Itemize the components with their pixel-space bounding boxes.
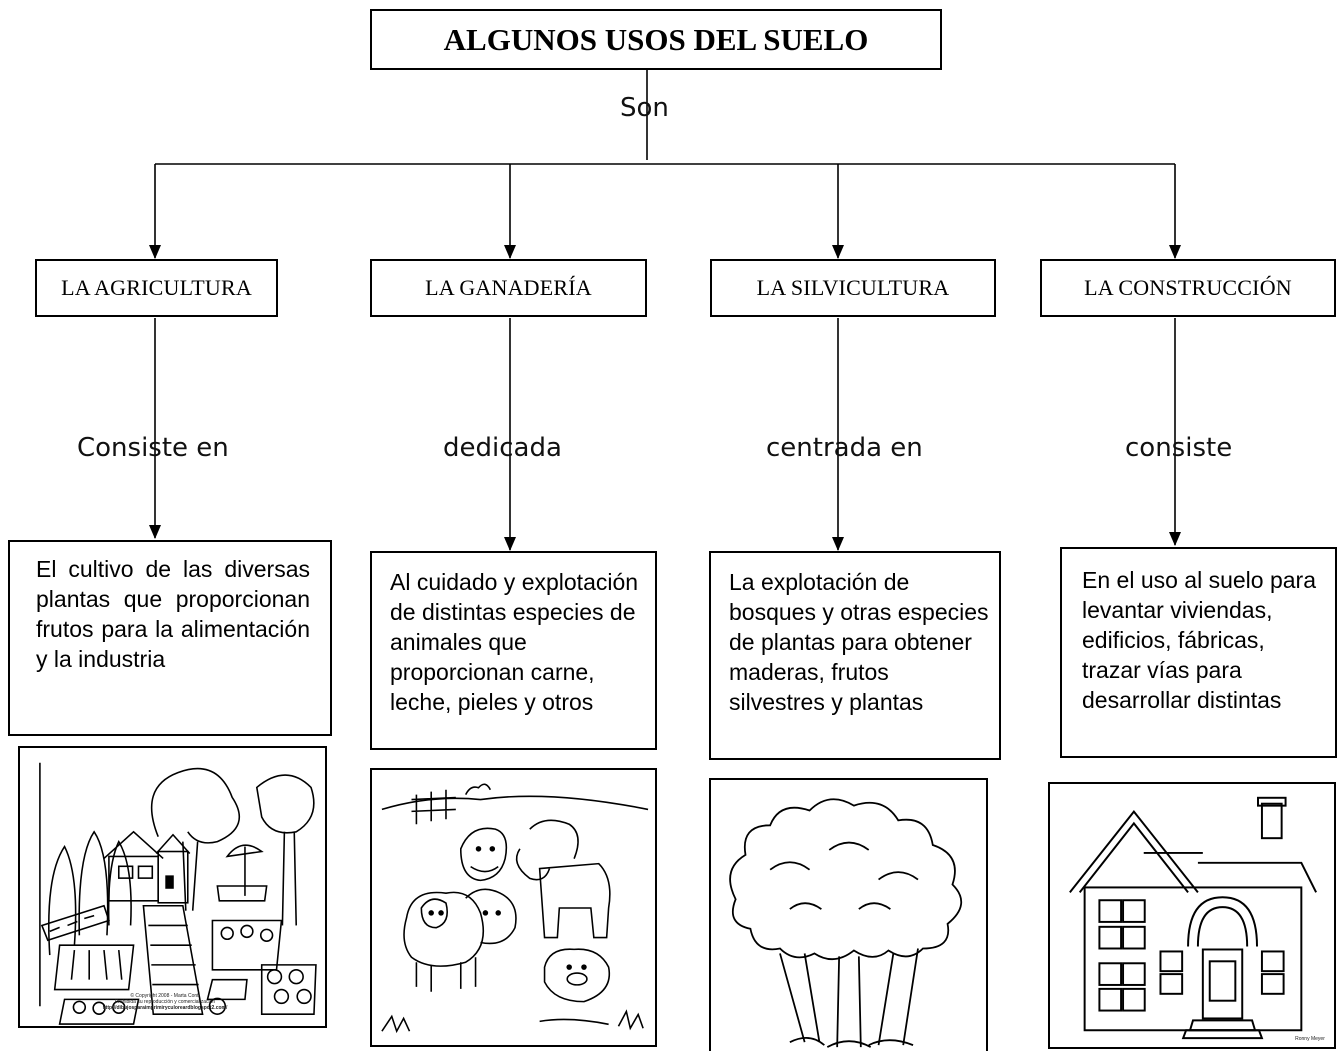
connector-silvicultura: centrada en: [766, 433, 923, 463]
image-credit-2: Prohibida su reproducción y comercializa…: [114, 999, 216, 1005]
house-drawing: Ronny Meyer: [1048, 782, 1336, 1049]
image-credit-3: http://dibujosparaimprimiryculoreardblog…: [102, 1005, 228, 1011]
description-ganaderia: Al cuidado y explotación de distintas es…: [370, 551, 657, 750]
category-silvicultura: LA SILVICULTURA: [710, 259, 996, 317]
connector-construccion: consiste: [1125, 433, 1233, 463]
category-ganaderia: LA GANADERÍA: [370, 259, 647, 317]
description-silvicultura: La explotación de bosques y otras especi…: [709, 551, 1001, 760]
connector-agricultura: Consiste en: [77, 433, 229, 463]
agriculture-garden-drawing: © Copyright 2008 - Marta Conti Prohibida…: [18, 746, 327, 1028]
farm-animals-drawing: [370, 768, 657, 1047]
category-agricultura: LA AGRICULTURA: [35, 259, 278, 317]
trees-illustration-icon: [729, 798, 962, 1048]
category-construccion: LA CONSTRUCCIÓN: [1040, 259, 1336, 317]
description-construccion: En el uso al suelo para levantar viviend…: [1060, 547, 1337, 758]
image-credit-1: © Copyright 2008 - Marta Conti: [130, 993, 200, 999]
description-agricultura: El cultivo de las diversas plantas que p…: [8, 540, 332, 736]
connector-ganaderia: dedicada: [443, 433, 562, 463]
root-connector-label: Son: [620, 93, 669, 123]
house-illustration-icon: [1069, 796, 1317, 1040]
garden-illustration-icon: [39, 762, 317, 1025]
house-image-credit: Ronny Meyer: [1295, 1036, 1325, 1042]
trees-drawing: [709, 778, 988, 1051]
diagram-title: ALGUNOS USOS DEL SUELO: [370, 9, 942, 70]
farm-animals-illustration-icon: [381, 783, 649, 1034]
